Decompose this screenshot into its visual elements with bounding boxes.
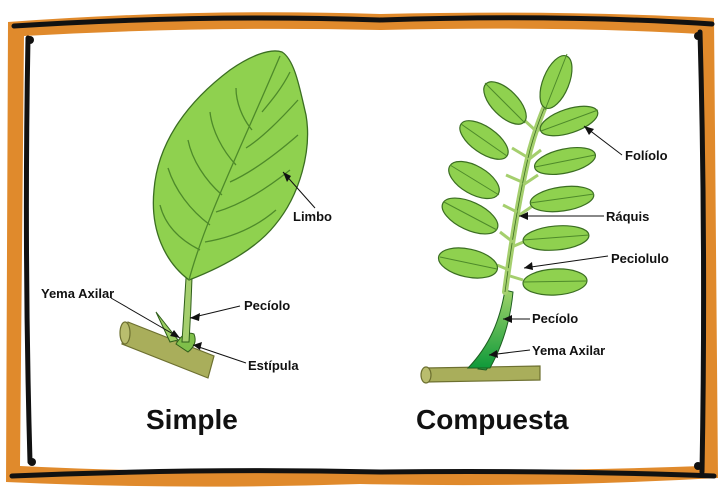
frame-corner-dot: [694, 462, 702, 470]
label-yema-axilar-compuesta: Yema Axilar: [532, 343, 605, 358]
frame-corner-dot: [26, 36, 34, 44]
caption-simple: Simple: [146, 404, 238, 436]
label-yema-axilar-simple: Yema Axilar: [41, 286, 114, 301]
frame-corner-dot: [28, 458, 36, 466]
label-foliolo: Folíolo: [625, 148, 668, 163]
frame-corner-dot: [694, 32, 702, 40]
label-estipula: Estípula: [248, 358, 299, 373]
label-peciolo-simple: Pecíolo: [244, 298, 290, 313]
frame-inner-panel: [20, 29, 702, 472]
frame: [6, 12, 718, 486]
label-raquis: Ráquis: [606, 209, 649, 224]
label-peciolo-compuesta: Pecíolo: [532, 311, 578, 326]
label-limbo: Limbo: [293, 209, 332, 224]
simple-branch-cut: [120, 322, 130, 344]
caption-compuesta: Compuesta: [416, 404, 568, 436]
compound-branch-cut: [421, 367, 431, 383]
label-peciolulo: Peciolulo: [611, 251, 669, 266]
